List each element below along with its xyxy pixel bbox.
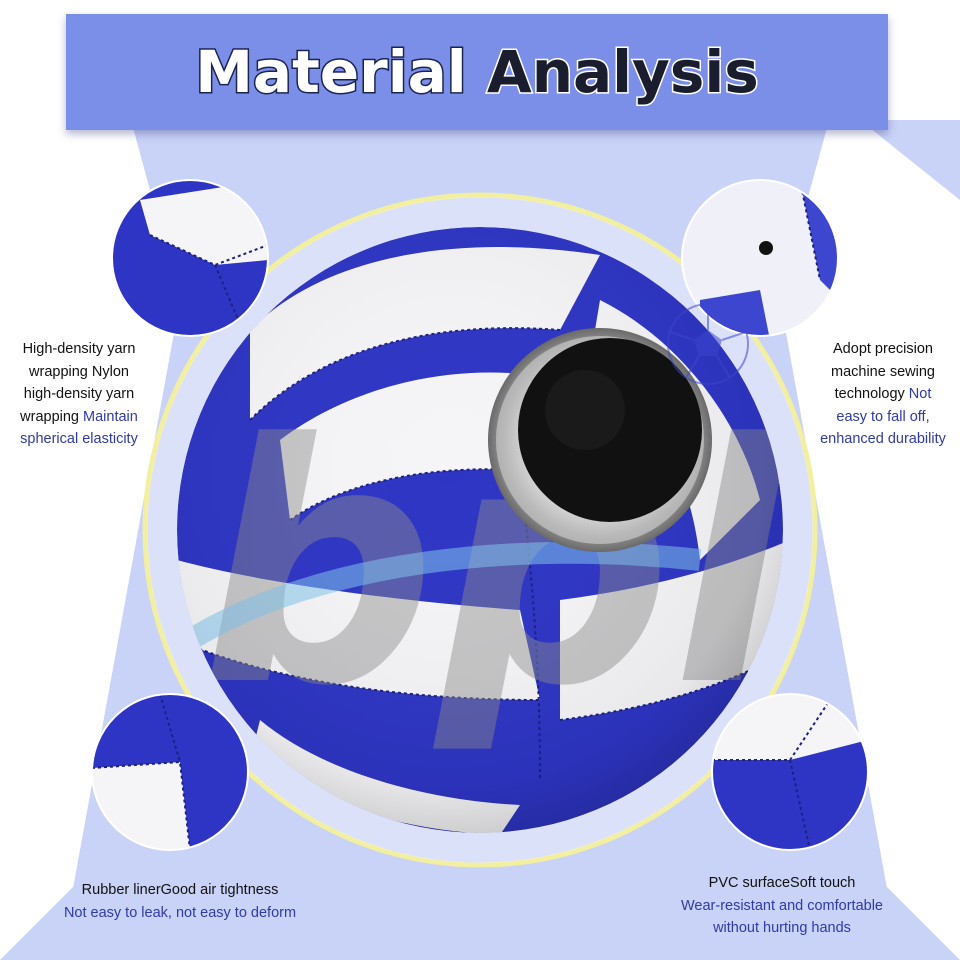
- caption-highlight: Wear-resistant and comfortable: [680, 897, 884, 914]
- caption-line: wrapping Nylon: [29, 363, 129, 380]
- detail-liner-closeup: [91, 693, 249, 851]
- soccer-ball-icon: [667, 303, 749, 385]
- caption-highlight: Not easy to leak, not easy to deform: [63, 904, 297, 921]
- caption-highlight: Maintain: [83, 408, 138, 425]
- title-banner: Material Analysis: [66, 14, 888, 130]
- feature-caption-pvc: PVC surfaceSoft touch Wear-resistant and…: [662, 872, 902, 940]
- detail-nylon-closeup: [111, 179, 269, 337]
- caption-line: PVC surfaceSoft touch: [708, 875, 856, 891]
- title-word-analysis: Analysis: [485, 37, 760, 108]
- caption-line: Adopt precision: [833, 341, 933, 357]
- feature-caption-nylon: High-density yarn wrapping Nylon high-de…: [10, 338, 148, 451]
- caption-line: Rubber linerGood air tightness: [81, 882, 279, 898]
- feature-caption-liner: Rubber linerGood air tightness Not easy …: [40, 879, 320, 924]
- caption-line: High-density yarn: [22, 341, 136, 357]
- caption-highlight: without hurting hands: [713, 920, 851, 936]
- feature-caption-sewing: Adopt precision machine sewing technolog…: [808, 338, 958, 451]
- caption-line: high-density yarn: [23, 386, 135, 402]
- title-word-material: Material: [194, 37, 468, 108]
- caption-line: technology: [834, 386, 909, 402]
- caption-highlight: spherical elasticity: [20, 431, 138, 447]
- caption-highlight: enhanced durability: [820, 431, 946, 447]
- valve-closeup: [488, 328, 712, 552]
- caption-line: wrapping: [20, 408, 84, 425]
- caption-highlight: easy to fall off,: [836, 408, 930, 425]
- detail-pvc-closeup: [711, 693, 869, 851]
- caption-line: machine sewing: [831, 363, 935, 380]
- caption-highlight: Not: [908, 386, 932, 402]
